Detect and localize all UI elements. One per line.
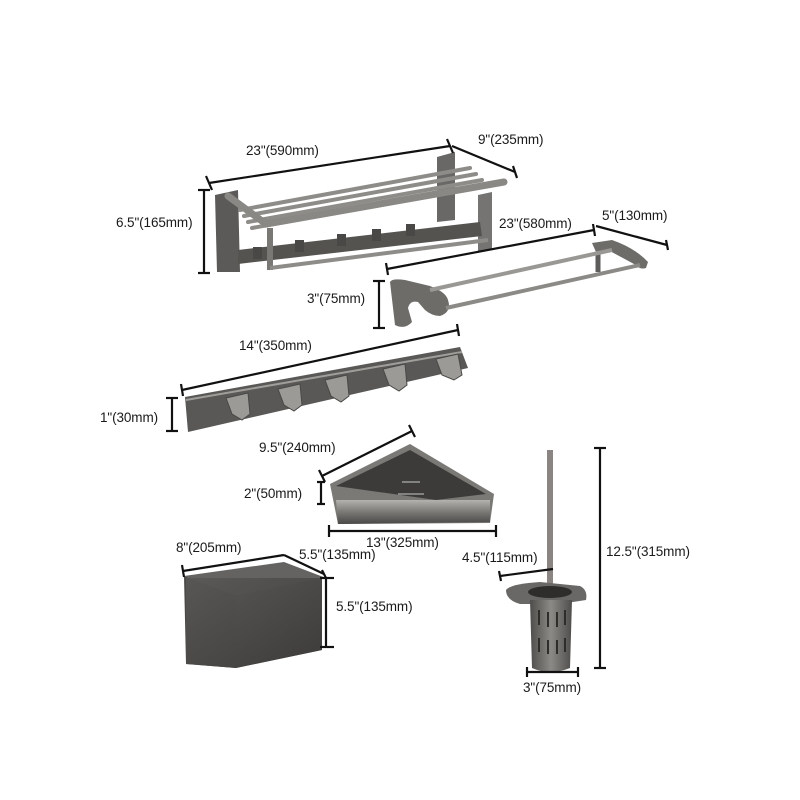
tissue-box-height-label: 5.5"(135mm) [336,599,413,614]
towel-rack-length-label: 23"(590mm) [246,143,319,158]
corner-shelf-illustration [330,444,494,524]
towel-bar-height-label: 3"(75mm) [307,291,365,306]
tissue-box-length-label: 8"(205mm) [176,540,242,555]
towel-rack-illustration [215,152,508,272]
corner-shelf-height-label: 2"(50mm) [244,486,302,501]
hook-rail-illustration [185,347,468,432]
towel-rack-depth-label: 9"(235mm) [478,132,544,147]
corner-shelf-side-label: 9.5"(240mm) [259,440,336,455]
hook-rail-length-label: 14"(350mm) [239,338,312,353]
towel-rack-height-label: 6.5"(165mm) [116,215,193,230]
towel-bar-depth-label: 5"(130mm) [602,208,668,223]
toilet-brush-height-label: 12.5"(315mm) [606,544,690,559]
toilet-brush-depth-label: 4.5"(115mm) [462,550,538,565]
tissue-box-depth-label: 5.5"(135mm) [299,547,376,562]
tissue-box-illustration [184,562,326,668]
towel-bar-length-label: 23"(580mm) [499,216,572,231]
corner-shelf-width-label: 13"(325mm) [366,535,439,550]
toilet-brush-diameter-label: 3"(75mm) [523,680,581,695]
hook-rail-height-label: 1"(30mm) [100,410,158,425]
dimension-lines [166,138,670,677]
toilet-brush-illustration [506,450,587,672]
towel-bar-illustration [390,240,648,327]
